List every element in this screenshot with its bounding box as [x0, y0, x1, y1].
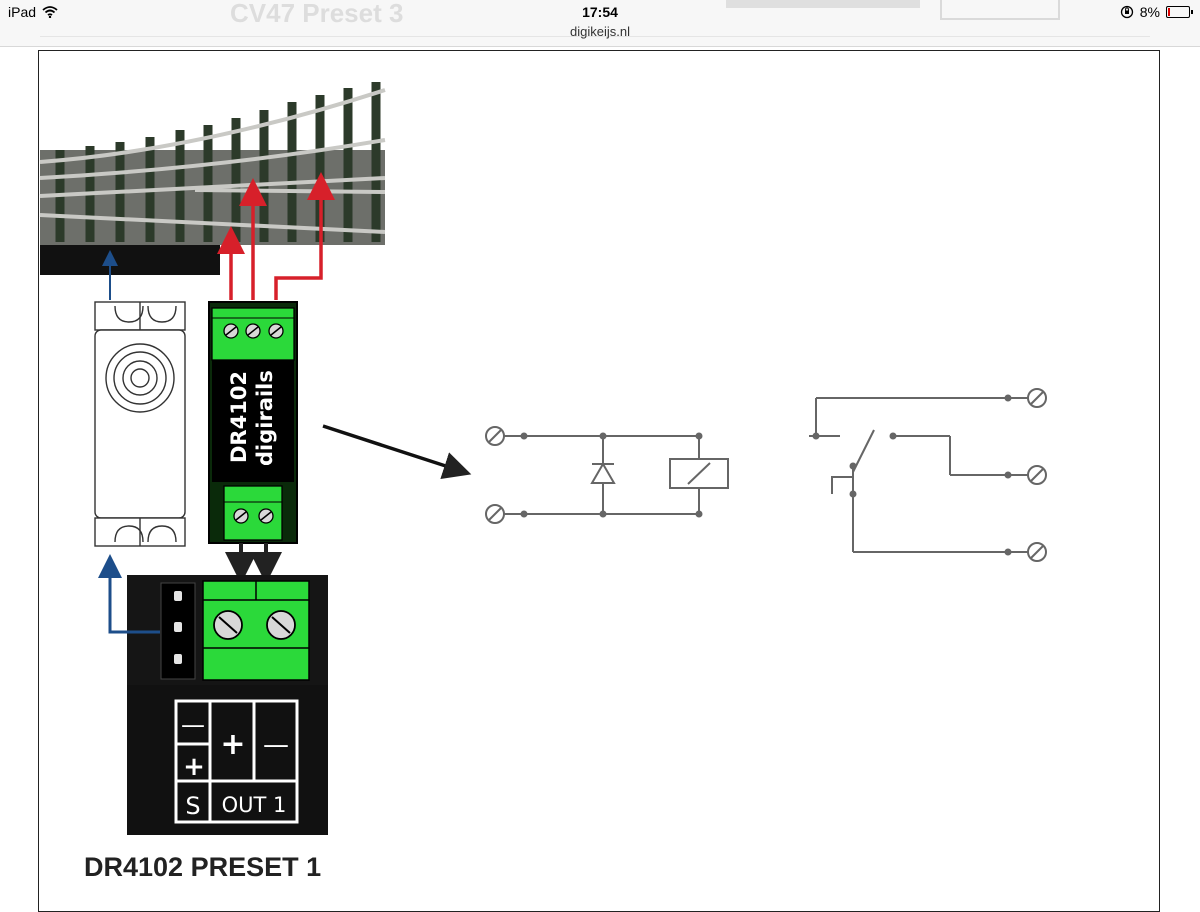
clock: 17:54 [582, 4, 618, 20]
schematic-pointer-arrow [322, 424, 472, 479]
diagram-caption: DR4102 PRESET 1 [84, 852, 322, 882]
red-wires [217, 172, 335, 300]
module-label-brand: digirails [253, 370, 277, 466]
status-left: iPad [8, 4, 58, 20]
address-url[interactable]: digikeijs.nl [570, 24, 630, 39]
relay-coil-schematic [485, 426, 729, 524]
terminal-minus-small: — [181, 711, 205, 739]
dr4102-module: DR4102 digirails [208, 301, 298, 544]
output-wires [225, 543, 282, 584]
battery-icon [1166, 6, 1193, 18]
ghost-page-title: CV47 Preset 3 [230, 0, 404, 28]
terminal-plus-small: + [183, 752, 205, 782]
decoder-board: — + + — S OUT 1 [127, 575, 328, 835]
device-name: iPad [8, 4, 37, 20]
servo-motor [94, 301, 186, 547]
battery-level [1168, 8, 1170, 16]
terminal-minus: — [263, 730, 289, 760]
status-right: 8% [1120, 4, 1193, 20]
orientation-lock-icon [1120, 5, 1133, 19]
terminal-plus: + [220, 727, 245, 762]
track-switch-image [39, 82, 386, 275]
wifi-icon [42, 6, 58, 18]
terminal-out1: OUT 1 [222, 793, 287, 817]
status-bar: CV47 Preset 3 iPad 17:54 digikeijs.nl 8% [0, 0, 1200, 47]
ghost-divider [40, 36, 1150, 37]
relay-contact-schematic [809, 388, 1047, 562]
ghost-toolbar-bar [726, 0, 920, 8]
module-label-model: DR4102 [227, 371, 251, 463]
ghost-toolbar-button [940, 0, 1060, 20]
servo-signal-wire [98, 554, 160, 634]
battery-percent: 8% [1139, 4, 1160, 20]
terminal-s: S [185, 792, 200, 820]
